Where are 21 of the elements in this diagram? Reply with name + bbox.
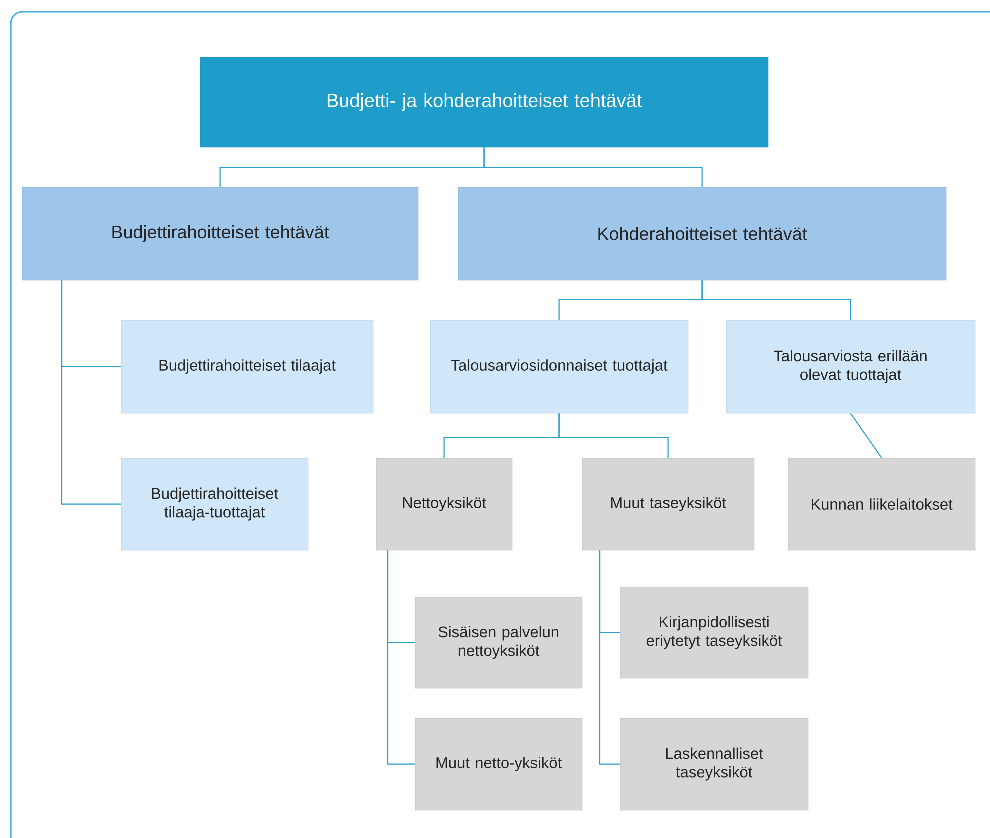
subcategory-box: Kirjanpidollisesti eriytetyt taseyksiköt [620, 587, 809, 679]
category-box: Kohderahoitteiset tehtävät [458, 187, 947, 281]
connector [599, 550, 620, 765]
category-box: Budjettirahoitteiset tilaajat [121, 320, 374, 414]
subcategory-box: Muut taseyksiköt [582, 458, 755, 551]
subcategory-box: Sisäisen palvelun nettoyksiköt [415, 597, 583, 689]
connector [558, 414, 669, 458]
connector [702, 280, 852, 320]
subcategory-box: Laskennalliset taseyksiköt [620, 718, 809, 811]
category-box: Budjettirahoitteiset tehtävät [22, 187, 419, 281]
title-box: Budjetti- ja kohderahoitteiset tehtävät [200, 57, 769, 148]
subcategory-box: Nettoyksiköt [376, 458, 513, 551]
subcategory-box: Kunnan liikelaitokset [788, 458, 976, 551]
subcategory-box: Muut netto-yksiköt [415, 718, 583, 811]
category-box: Talousarviosta erillään olevat tuottajat [726, 320, 976, 414]
category-box: Talousarviosidonnaiset tuottajat [430, 320, 689, 414]
connector [850, 413, 882, 458]
category-box: Budjettirahoitteiset tilaaja-tuottajat [121, 458, 309, 551]
connector [387, 550, 415, 765]
connector [61, 280, 121, 505]
connector [484, 148, 703, 187]
